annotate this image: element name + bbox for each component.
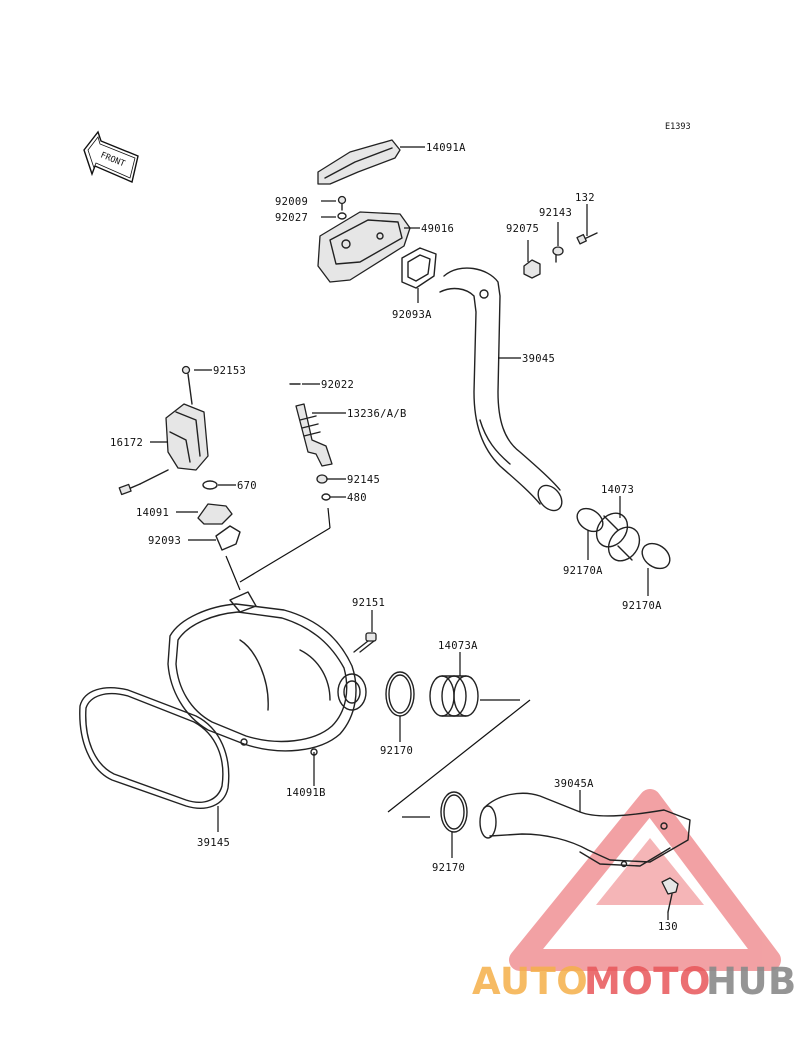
label-39045: 39045 (522, 353, 555, 365)
label-14091B: 14091B (286, 787, 326, 799)
part-labels: 14091A 92009 92027 49016 92093A 92075 92… (110, 142, 678, 933)
label-16172: 16172 (110, 437, 143, 449)
part-39045-duct (439, 267, 563, 512)
part-14091A-cover (317, 139, 401, 185)
label-92153: 92153 (213, 365, 246, 377)
watermark-part3: HUB (706, 960, 797, 1003)
label-92093A: 92093A (392, 309, 432, 321)
part-92093-gasket (215, 525, 241, 551)
part-480-clip (321, 493, 331, 501)
label-14091A: 14091A (426, 142, 466, 154)
front-arrow-icon: FRONT (83, 130, 139, 183)
label-92075: 92075 (506, 223, 539, 235)
part-14073A-joint (429, 675, 479, 717)
label-92145: 92145 (347, 474, 380, 486)
label-14073: 14073 (601, 484, 634, 496)
part-92153-bolt (181, 365, 193, 405)
label-39145: 39145 (197, 837, 230, 849)
watermark-part2: MOTO (584, 960, 711, 1003)
label-132: 132 (575, 192, 595, 204)
label-92170A-2: 92170A (622, 600, 662, 612)
watermark-part1: AUTO (472, 960, 588, 1003)
part-16172-actuator (118, 403, 209, 496)
part-39045A-duct (479, 792, 691, 868)
label-480: 480 (347, 492, 367, 504)
part-92170-clamp-1 (385, 671, 415, 717)
label-670: 670 (237, 480, 257, 492)
part-92145-spring (316, 474, 328, 484)
part-14091-cover (197, 503, 233, 525)
label-92170A-1: 92170A (563, 565, 603, 577)
label-39045A: 39045A (554, 778, 594, 790)
label-92027: 92027 (275, 212, 308, 224)
part-92009-screw (337, 195, 347, 211)
part-130-bolt (661, 877, 679, 913)
label-13236: 13236/A/B (347, 408, 407, 420)
part-92075-grommet (523, 259, 541, 279)
label-92143: 92143 (539, 207, 572, 219)
label-92170-2: 92170 (432, 862, 465, 874)
part-49016-bracket (317, 211, 411, 283)
part-92143-collar (552, 246, 564, 263)
part-14091B-cover (167, 591, 367, 786)
label-14091: 14091 (136, 507, 169, 519)
label-92009: 92009 (275, 196, 308, 208)
label-130: 130 (658, 921, 678, 933)
label-92093: 92093 (148, 535, 181, 547)
part-670-oring (202, 480, 218, 490)
part-92151-bolt (353, 632, 377, 653)
part-132-bolt (576, 232, 598, 245)
assembly-lines (225, 507, 531, 818)
part-92170A-clamp-1 (576, 507, 604, 533)
label-92151: 92151 (352, 597, 385, 609)
watermark-text: AUTO MOTO HUB (472, 960, 797, 1003)
label-92022: 92022 (321, 379, 354, 391)
part-39145-seal (79, 687, 230, 809)
label-49016: 49016 (421, 223, 454, 235)
part-92027-washer (337, 212, 347, 220)
diagram-code: E1393 (665, 122, 691, 132)
part-13236-lever (295, 403, 333, 467)
part-92170A-clamp-2 (641, 542, 671, 570)
label-92170-1: 92170 (380, 745, 413, 757)
part-92093A-gasket (401, 247, 437, 289)
watermark-logo (509, 789, 781, 971)
label-14073A: 14073A (438, 640, 478, 652)
part-92170-clamp-2 (440, 791, 468, 833)
leader-lines (150, 146, 669, 920)
part-14073-joint (595, 512, 641, 562)
